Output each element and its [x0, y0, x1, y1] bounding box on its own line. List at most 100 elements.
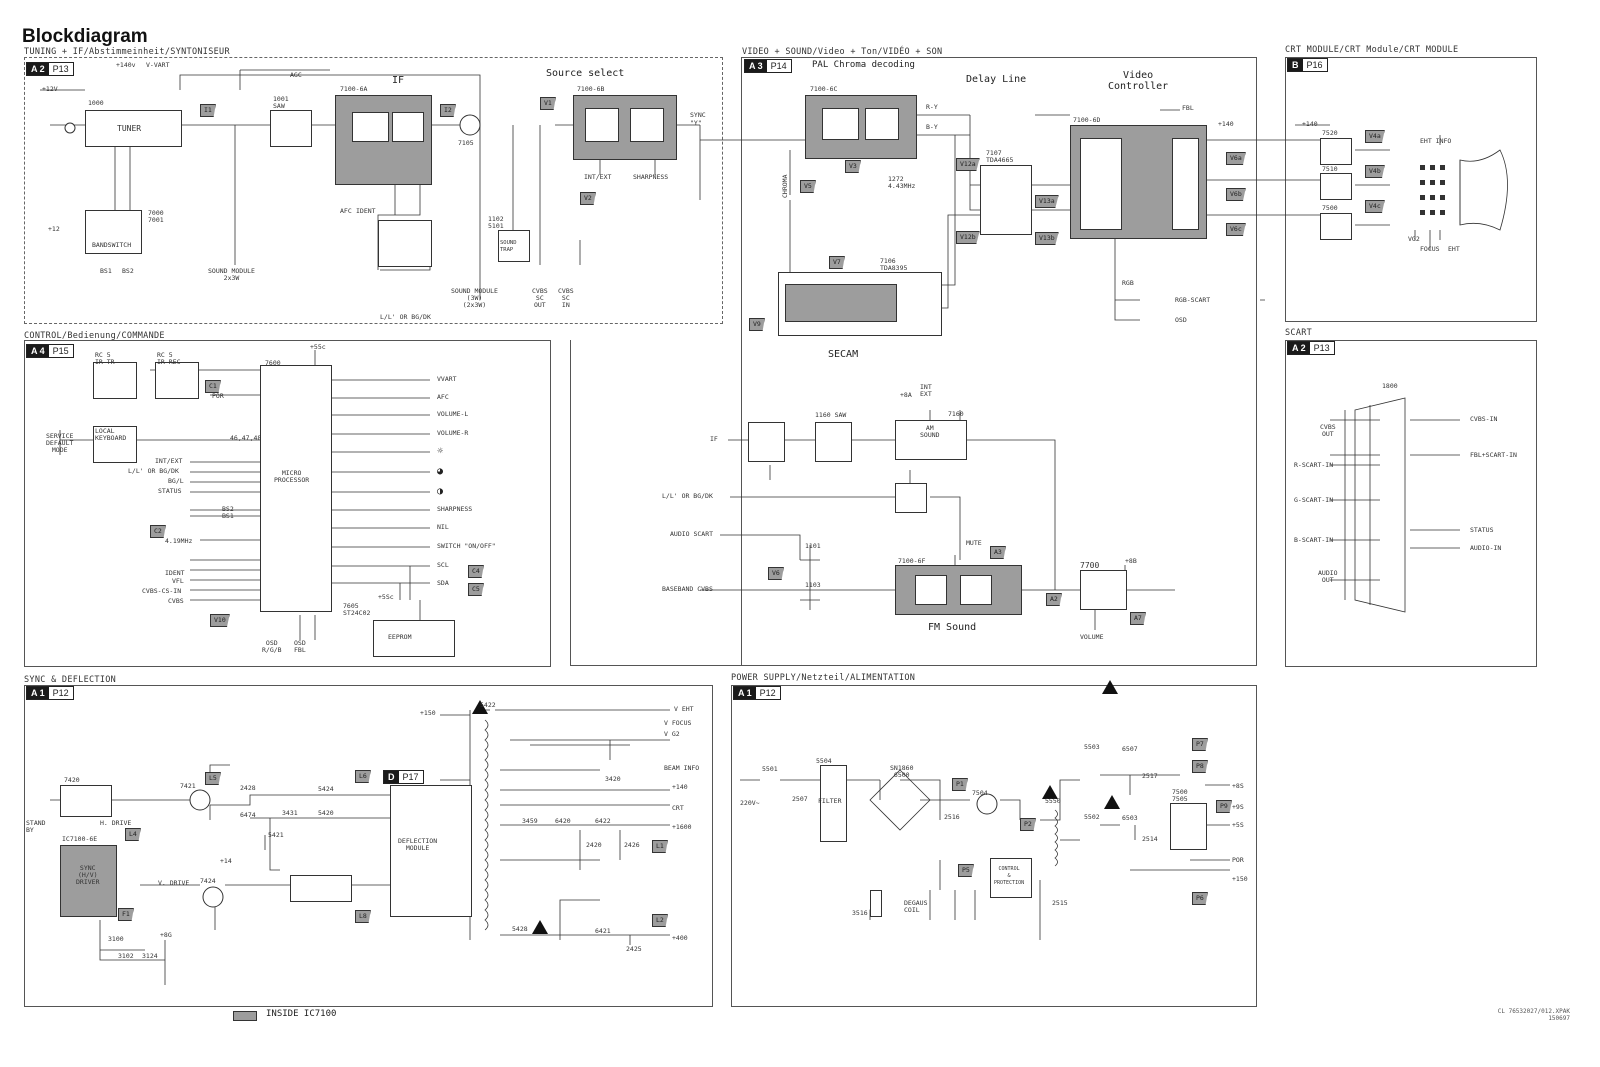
fm-vol-inner [960, 575, 992, 605]
volume-label: VOLUME [1080, 633, 1104, 641]
badge-key: A 2 [1288, 342, 1310, 354]
matrix-inner [1080, 138, 1122, 230]
tag-c1: C1 [205, 380, 221, 393]
control-title: CONTROL/Bedienung/COMMANDE [24, 331, 165, 341]
osd-label: OSD [1175, 316, 1187, 324]
control-panel [24, 340, 551, 667]
tag-a3: A3 [990, 546, 1006, 559]
scart-audio-in: AUDIO-IN [1470, 544, 1502, 552]
ref-7504: 7504 [972, 789, 988, 797]
crt-supply-1: +140 [1218, 120, 1234, 128]
local-keyboard-block [93, 426, 137, 463]
sound-module-label: SOUND MODULE 2x3W [208, 267, 255, 282]
if-ref: 7100-6A [340, 85, 368, 93]
pal-amp-inner [822, 108, 859, 140]
ll-sound-label: L/L' OR BG/DK [662, 492, 713, 500]
mains-filter-block [820, 765, 847, 842]
tuner-label: TUNER [117, 124, 142, 133]
int-ext-sound-label: INT EXT [920, 383, 932, 398]
tag-v12b: V12b [956, 231, 980, 244]
sound-trap-block [498, 230, 530, 262]
secam-label: SECAM [828, 349, 859, 360]
ref-6420: 6420 [555, 817, 571, 825]
tag-v3: V3 [845, 160, 861, 173]
ir-rec-block [155, 362, 199, 399]
micro-in-vfl: VFL [172, 577, 184, 585]
tag-f1: F1 [118, 908, 134, 921]
micro-out-sda: SDA [437, 579, 449, 587]
sound-trap-label: SOUND TRAP [500, 240, 517, 253]
ref-2426: 2426 [624, 841, 640, 849]
pwr-out-5s: +5S [1232, 821, 1244, 829]
ir-tr-label: RC 5 IR TR [95, 351, 115, 366]
filter-1101: 1101 [805, 542, 821, 550]
rgb-amp-inner [1172, 138, 1199, 230]
micro-in-int-ext: INT/EXT [155, 457, 183, 465]
defl-out-beam: BEAM INFO [664, 764, 700, 772]
tag-p7: P7 [1192, 738, 1208, 751]
ll-label: L/L' OR BG/DK [380, 313, 431, 321]
standby-label: STAND BY [26, 819, 46, 834]
tag-p8: P8 [1192, 760, 1208, 773]
ref-2428: 2428 [240, 784, 256, 792]
tag-i1: I1 [200, 104, 216, 117]
ref-3100: 3100 [108, 935, 124, 943]
tag-c5: C5 [468, 583, 484, 596]
tag-l1: L1 [652, 840, 668, 853]
int-ext-label: INT/EXT [584, 173, 612, 181]
source-switch-inner [585, 108, 619, 142]
tag-l5: L5 [205, 772, 221, 785]
micro-in-crystal: 4.19MHz [165, 537, 193, 545]
defl-out-vg2: V G2 [664, 730, 680, 738]
source-select-ref: 7100-6B [577, 85, 605, 93]
osd-fbl-label: OSD FBL [294, 639, 306, 654]
tag-v6: V6 [768, 567, 784, 580]
transistor-7421: 7421 [180, 782, 196, 790]
audio-amp-ref: 7700 [1080, 561, 1100, 570]
micro-ref: 7600 [265, 359, 281, 367]
source-select-label: Source select [546, 68, 625, 79]
sound-filter-block [378, 220, 432, 267]
micro-processor-label: MICRO PROCESSOR [274, 469, 310, 484]
tag-v4a: V4a [1365, 130, 1385, 143]
delay-line-label: Delay Line [966, 74, 1027, 85]
defl-in-150: +150 [420, 709, 436, 717]
badge-key: A 4 [27, 345, 49, 357]
tuning-title: TUNING + IF/Abstimmeinheit/SYNTONISEUR [24, 47, 230, 57]
pwr-out-8s: +8S [1232, 782, 1244, 790]
am-sound-label: AM SOUND [920, 424, 940, 439]
plus140v-label: +140v [116, 61, 136, 69]
eeprom-block [373, 620, 455, 657]
micro-in-ll: L/L' OR BG/DK [128, 467, 179, 475]
micro-out-switch: SWITCH "ON/OFF" [437, 542, 496, 550]
scart-cvbs-out: CVBS OUT [1320, 423, 1336, 438]
tag-v13b: V13b [1035, 232, 1059, 245]
sound-module-3w-label: SOUND MODULE (3W) (2x3W) [451, 287, 498, 309]
tag-l8: L8 [355, 910, 371, 923]
badge-key: D [384, 771, 399, 783]
pal-chroma-ref: 7100-6C [810, 85, 838, 93]
rgb-label: RGB [1122, 279, 1134, 287]
local-keyboard-label: LOCAL KEYBOARD [95, 427, 127, 442]
micro-in-bs1: BS1 [222, 512, 234, 520]
crt-ref-7510: 7510 [1322, 165, 1338, 173]
tuning-panel [24, 57, 723, 324]
sound-saw-ref: 1160 SAW [815, 411, 847, 419]
ref-3102: 3102 [118, 952, 134, 960]
crt-amp-red [1320, 138, 1352, 165]
video-controller-ref: 7100-6D [1073, 116, 1101, 124]
tag-v12a: V12a [956, 158, 980, 171]
cvbs-sc-in-label: CVBS SC IN [558, 287, 574, 309]
ref-5420: 5420 [318, 809, 334, 817]
secam-ref: 7106 TDA8395 [880, 257, 908, 272]
sync-driver-ref: IC7100-6E [62, 835, 98, 843]
legend-swatch [233, 1011, 257, 1021]
mains-label: 220V~ [740, 799, 760, 807]
eht-label: EHT [1448, 245, 1460, 253]
am-switch-block [895, 483, 927, 513]
tag-v13a: V13a [1035, 195, 1059, 208]
